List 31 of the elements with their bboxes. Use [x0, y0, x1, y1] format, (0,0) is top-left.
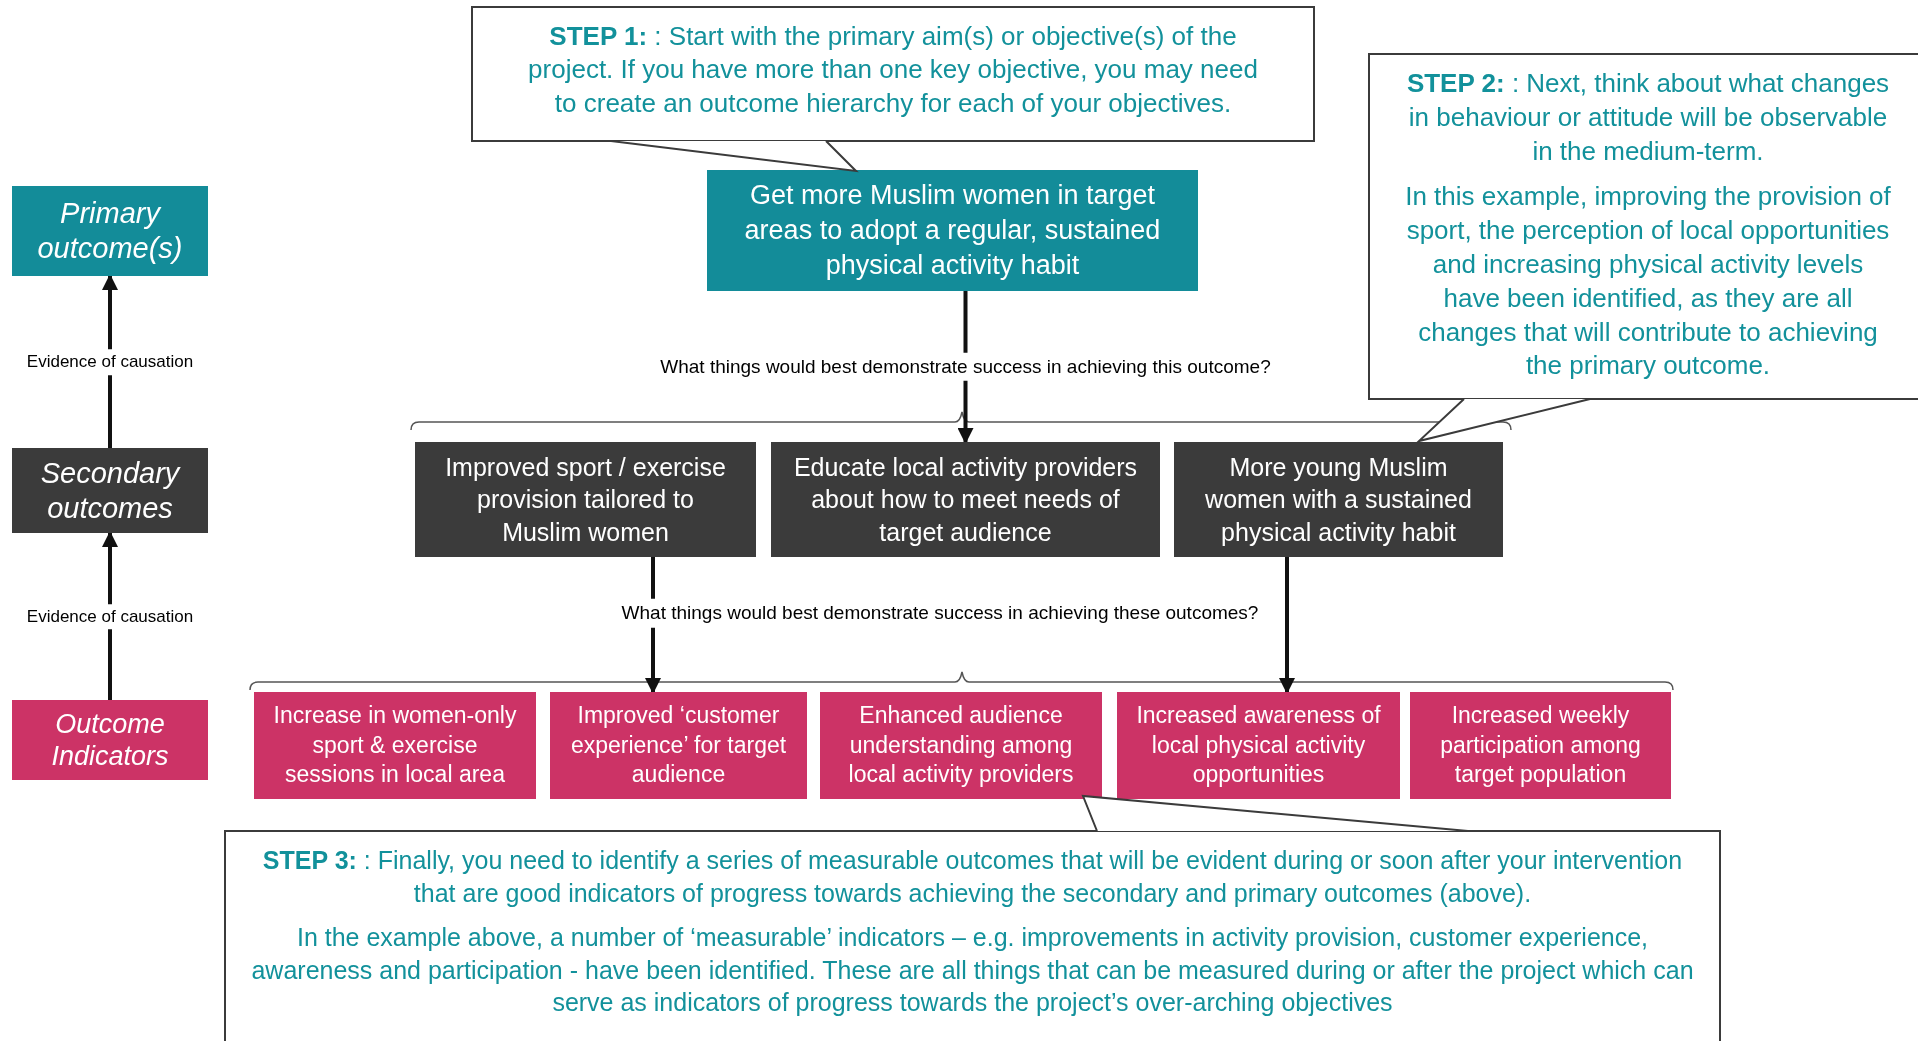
- callout-text: STEP 1: : Start with the primary aim(s) or objective(s) of the project. If you have more than one key objective, you may need to create an outcome hierarchy for each of your objectives.: [527, 20, 1259, 120]
- callout-text: STEP 3: : Finally, you need to identify a series of measurable outcomes that will be evident during or soon after your intervention that are good indicators of progress towards achieving the secondary and primary outcomes (above).: [261, 845, 1684, 909]
- box-text: Increased weekly participation among target population: [1439, 700, 1642, 790]
- tier-box: [12, 448, 208, 533]
- outcome-box: [415, 442, 756, 557]
- box-text: Primary outcome(s): [36, 196, 184, 266]
- indicator-box: [550, 692, 807, 799]
- indicator-box: [820, 692, 1102, 799]
- outcome-box: [707, 170, 1198, 291]
- box-text: Secondary outcomes: [39, 455, 182, 526]
- callout-text: STEP 2: : Next, think about what changes in behaviour or attitude will be observable in the medium-term.: [1405, 67, 1891, 168]
- tier-box: [12, 186, 208, 276]
- box-text: Improved sport / exercise provision tailored to Muslim women: [444, 451, 727, 548]
- callout-text: In the example above, a number of ‘measurable’ indicators – e.g. improvements in activity provision, customer experience, awareness and participation - have been identified. These are all things that can be measured during or after the project which can serve as indicators of progress towards the project’s over-arching objectives: [250, 922, 1695, 1018]
- callout-text: In this example, improving the provision of sport, the perception of local opportunities and increasing physical activity levels have been identified, as they are all changes that will contribute to achieving the primary outcome.: [1404, 180, 1892, 383]
- tier-box: [12, 700, 208, 780]
- outcome-box: [771, 442, 1160, 557]
- box-text: Educate local activity providers about how to meet needs of target audience: [792, 451, 1139, 548]
- indicator-box: [1410, 692, 1671, 799]
- box-text: Outcome Indicators: [50, 707, 170, 773]
- callout-box: [1368, 53, 1918, 400]
- box-text: Improved ‘customer experience’ for target audience: [569, 700, 788, 790]
- arrow: [1279, 557, 1295, 694]
- box-text: Get more Muslim women in target areas to adopt a regular, sustained physical activity habit: [743, 178, 1162, 283]
- indicator-box: [1117, 692, 1400, 799]
- box-text: Increase in women-only sport & exercise sessions in local area: [272, 700, 518, 790]
- outcome-box: [1174, 442, 1503, 557]
- indicator-box: [254, 692, 536, 799]
- box-text: More young Muslim women with a sustained physical activity habit: [1204, 451, 1473, 548]
- box-text: Increased awareness of local physical activity opportunities: [1135, 700, 1382, 790]
- box-text: Enhanced audience understanding among local activity providers: [847, 700, 1075, 790]
